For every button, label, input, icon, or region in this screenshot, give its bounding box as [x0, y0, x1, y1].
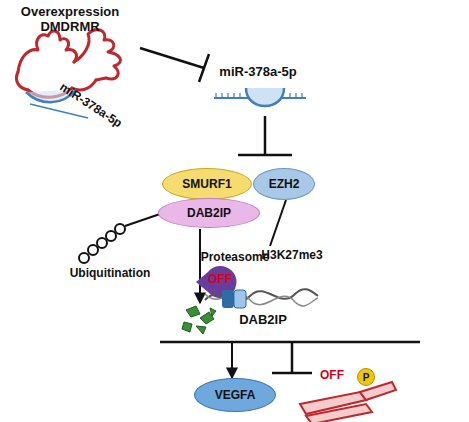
connector-line — [270, 200, 286, 246]
phospho-circle: P — [357, 368, 375, 386]
degradation-arrow — [199, 229, 201, 302]
receptor-symbol — [300, 382, 396, 422]
state-label: OFF — [200, 272, 240, 286]
node-text: SMURF1 — [182, 177, 231, 191]
mirna-label: miR-378a-5p — [208, 64, 308, 79]
node-text: EZH2 — [269, 177, 300, 191]
inhibition-line — [140, 48, 209, 82]
node-text: DAB2IP — [187, 206, 231, 220]
activation-arrow — [231, 343, 233, 377]
peptide-fragments — [182, 306, 216, 334]
inhibition-line — [238, 116, 292, 155]
signal-bar — [160, 341, 420, 344]
protein-ellipse: VEGFA — [194, 378, 276, 412]
inhibition-line — [272, 343, 312, 373]
protein-ellipse: SMURF1 — [162, 168, 252, 200]
title-label: Overexpression DMDRMR — [4, 4, 136, 34]
nucleosome-dna — [205, 289, 318, 308]
protein-ellipse: EZH2 — [253, 168, 315, 200]
process-label: Ubiquitination — [60, 266, 160, 280]
histone-mark-label: H3K27me3 — [252, 248, 332, 262]
mirna-label: miR-378a-5p — [49, 75, 132, 136]
mirna-strand — [214, 88, 306, 106]
node-text: P — [363, 372, 370, 383]
protein-ellipse: DAB2IP — [158, 198, 260, 228]
ubiquitin-chain — [79, 214, 160, 263]
node-text: VEGFA — [215, 388, 256, 402]
gene-label: DAB2IP — [228, 312, 298, 327]
state-label: OFF — [312, 368, 352, 382]
